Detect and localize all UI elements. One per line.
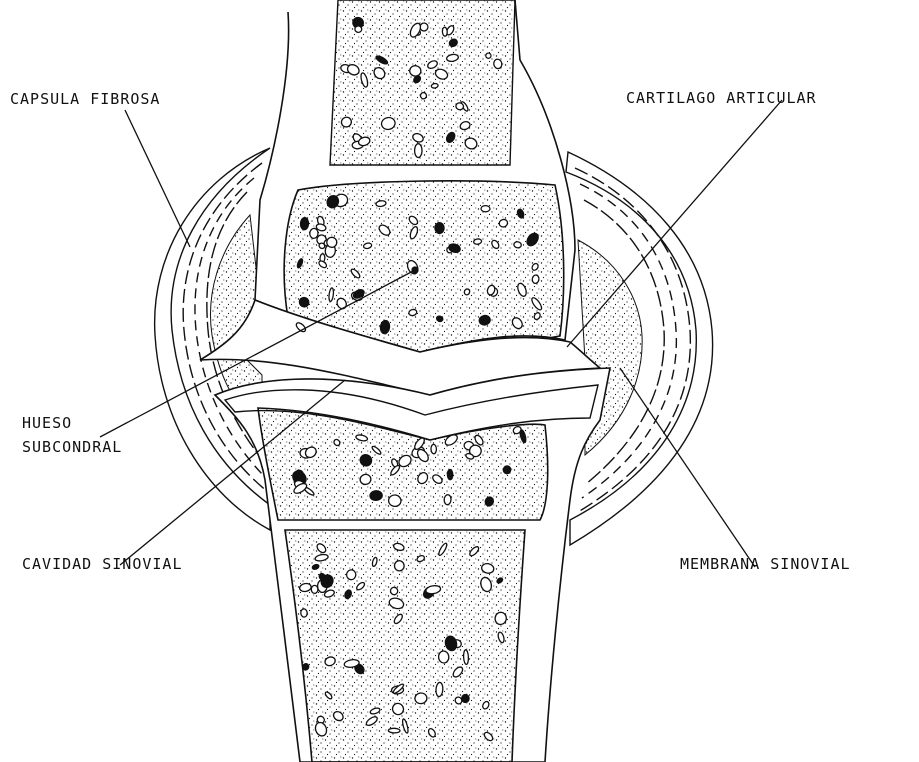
trabecular-hole — [481, 206, 490, 212]
trabecular-hole — [414, 692, 427, 704]
trabecular-hole — [355, 26, 362, 33]
trabecular-hole — [300, 609, 307, 618]
pointer-hueso-subcondral — [412, 267, 418, 273]
trabecular-hole — [436, 682, 444, 697]
label-cavidad-sinovial: CAVIDAD SINOVIAL — [22, 555, 183, 573]
trabecular-hole — [388, 728, 400, 733]
trabecular-hole — [438, 651, 449, 664]
trabecular-hole — [444, 494, 451, 504]
trabecular-hole — [431, 83, 439, 89]
trabecular-hole — [435, 222, 445, 233]
trabecular-hole — [388, 494, 402, 507]
label-cartilago-articular: CARTILAGO ARTICULAR — [626, 89, 817, 107]
label-hueso-subcondral-line2: SUBCONDRAL — [22, 438, 122, 456]
trabecular-hole — [394, 560, 405, 571]
trabecular-hole — [346, 570, 356, 580]
label-membrana-sinovial: MEMBRANA SINOVIAL — [680, 555, 851, 573]
trabecular-hole — [420, 92, 427, 99]
trabecular-hole — [370, 490, 383, 500]
label-hueso-subcondral-line1: HUESO — [22, 414, 72, 432]
trabecular-hole — [447, 469, 453, 479]
trabecular-hole — [376, 200, 387, 207]
trabecular-hole — [513, 241, 521, 248]
trabecular-hole — [442, 27, 447, 36]
trabecular-hole — [415, 144, 422, 158]
lower-bone — [215, 368, 610, 762]
trabecular-hole — [309, 228, 318, 239]
trabecular-hole — [300, 217, 309, 229]
trabecular-hole — [409, 65, 421, 76]
trabecular-hole — [463, 650, 469, 665]
trabecular-hole — [462, 694, 470, 702]
trabecular-hole — [473, 238, 482, 245]
label-capsula-fibrosa: CAPSULA FIBROSA — [10, 90, 160, 108]
trabecular-hole — [431, 444, 437, 454]
leader-capsula-fibrosa — [125, 110, 190, 247]
